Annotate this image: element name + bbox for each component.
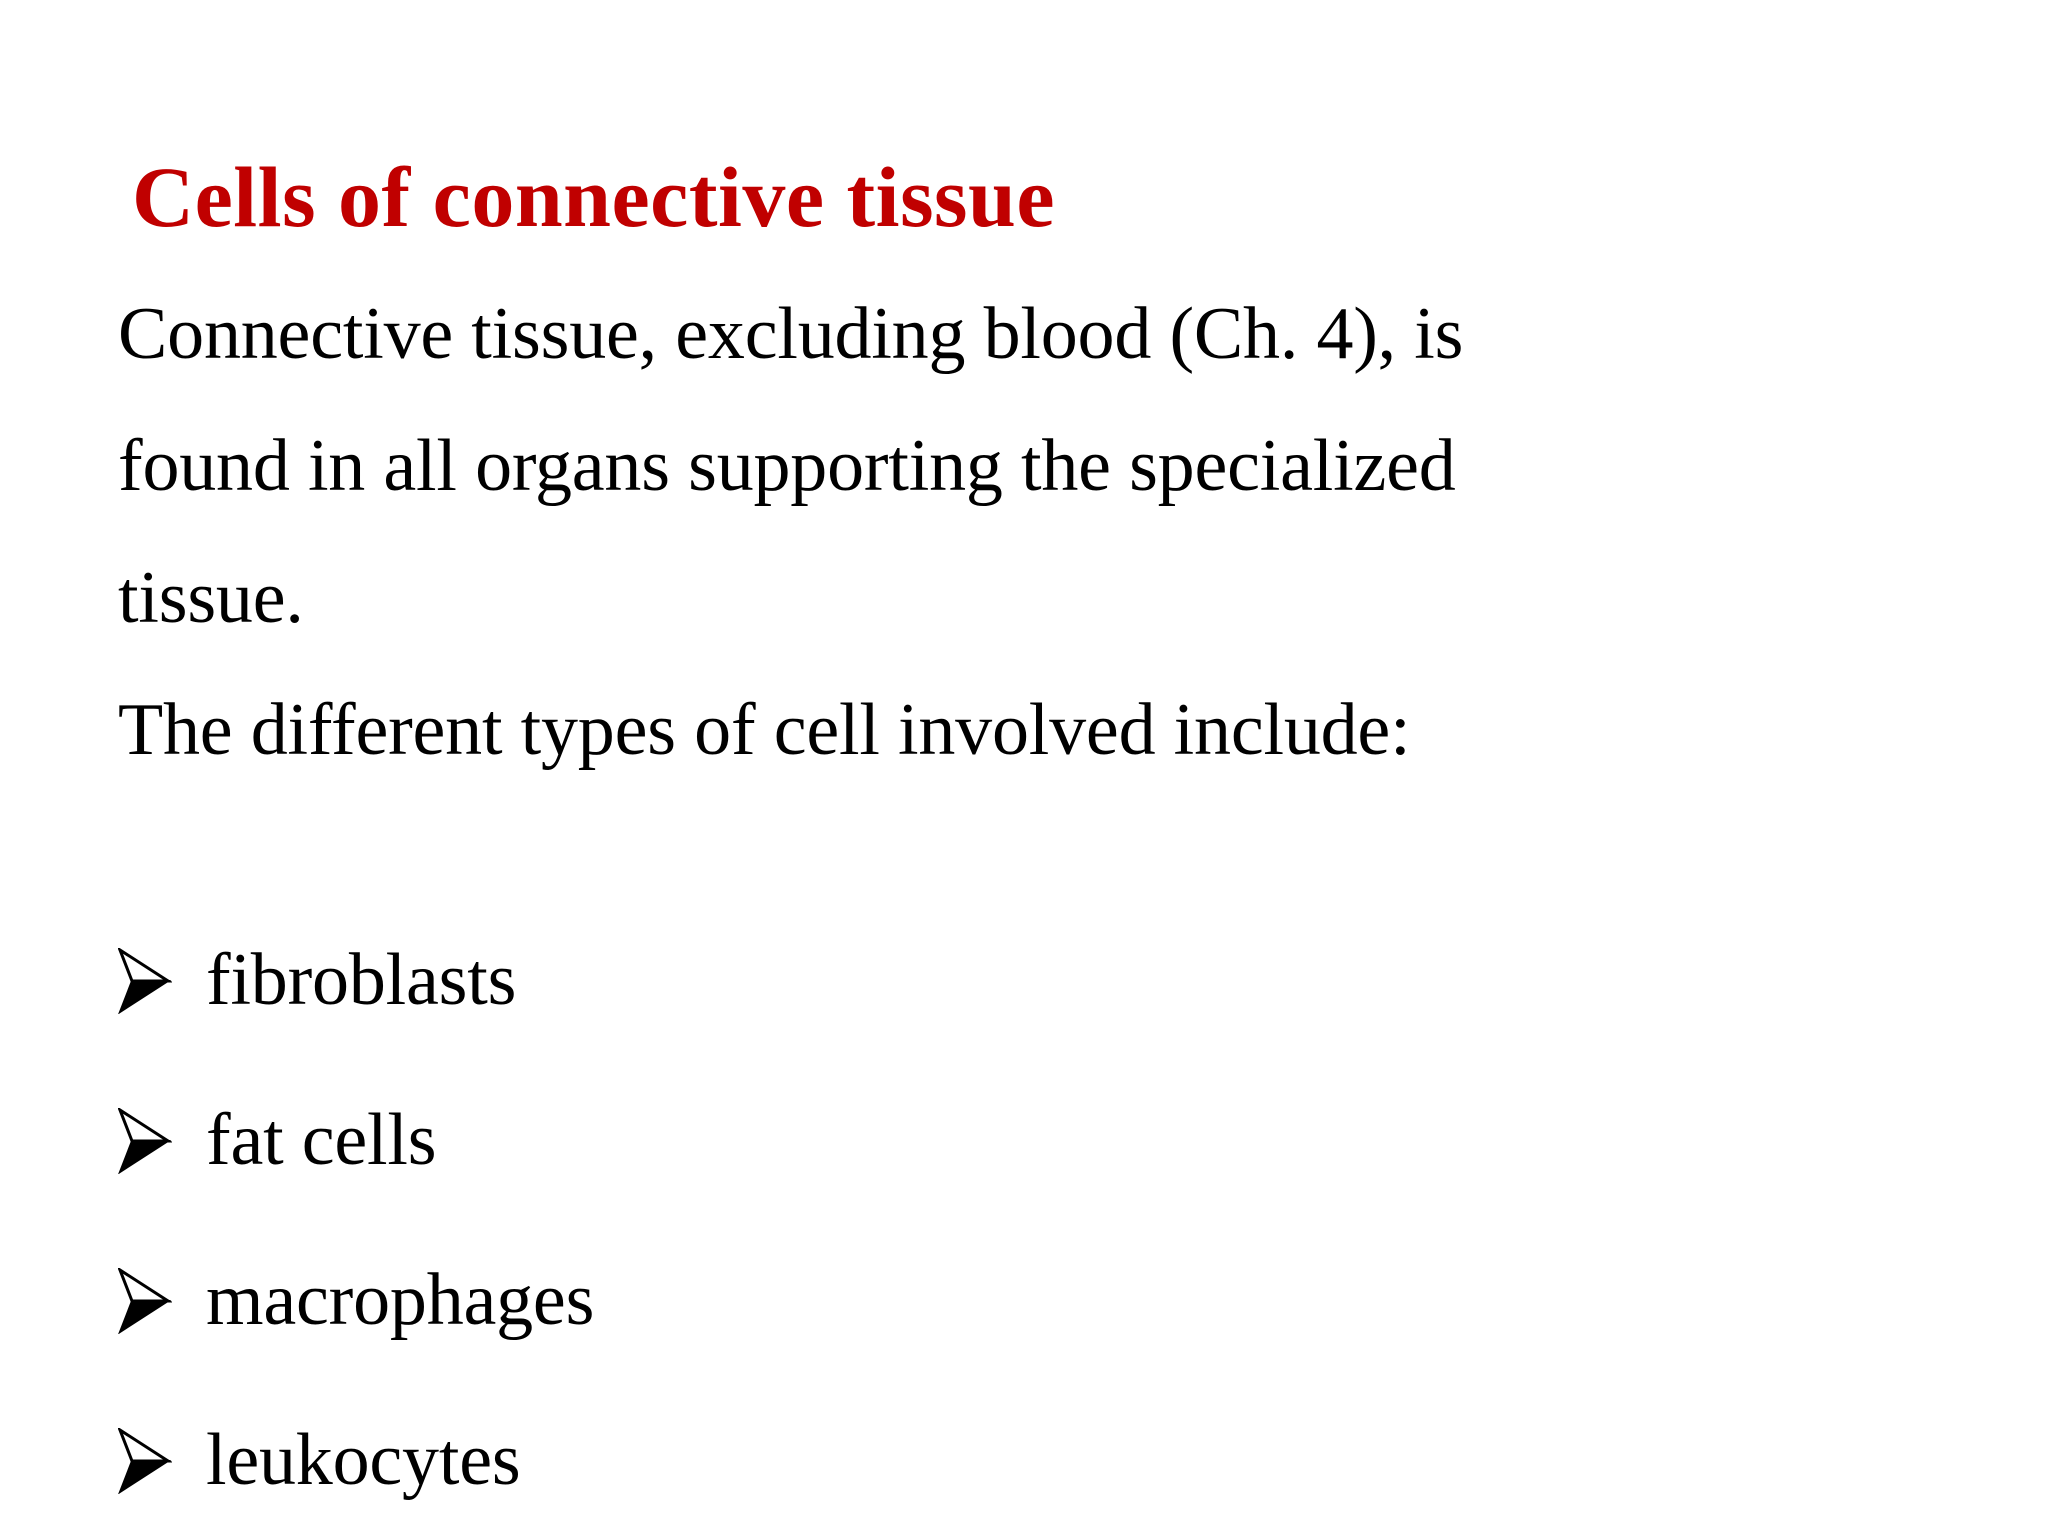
list-item: macrophages bbox=[118, 1250, 1978, 1410]
list-item: fibroblasts bbox=[118, 930, 1978, 1090]
list-item-label: fat cells bbox=[206, 1099, 437, 1181]
list-item-label: fibroblasts bbox=[206, 939, 517, 1021]
body-line-1: Connective tissue, excluding blood (Ch. … bbox=[118, 293, 1464, 375]
arrowhead-bullet-icon bbox=[118, 1108, 172, 1184]
body-line-2: found in all organs supporting the speci… bbox=[118, 425, 1456, 507]
list-item: leukocytes bbox=[118, 1410, 1978, 1536]
page-title: Cells of connective tissue bbox=[132, 148, 1056, 245]
body-line-3: tissue. bbox=[118, 557, 304, 639]
body-text-block: Connective tissue, excluding blood (Ch. … bbox=[118, 268, 1978, 796]
cell-types-bullet-list: fibroblasts fat cells macrophages bbox=[118, 930, 1978, 1536]
list-item-label: leukocytes bbox=[206, 1419, 521, 1501]
list-item-label: macrophages bbox=[206, 1259, 595, 1341]
arrowhead-bullet-icon bbox=[118, 1428, 172, 1504]
arrowhead-bullet-icon bbox=[118, 1268, 172, 1344]
body-line-4: The different types of cell involved inc… bbox=[118, 689, 1411, 771]
list-item: fat cells bbox=[118, 1090, 1978, 1250]
arrowhead-bullet-icon bbox=[118, 948, 172, 1024]
